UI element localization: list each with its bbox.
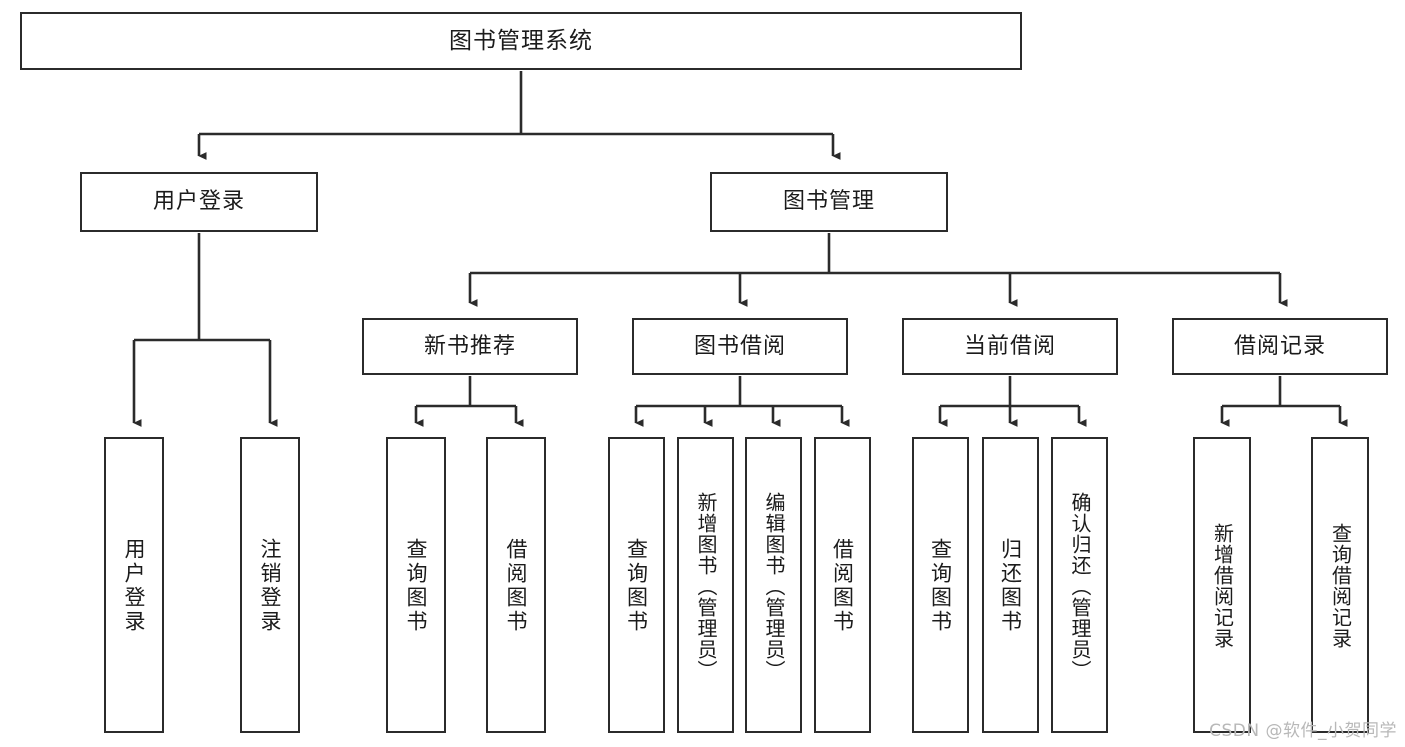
node-label: 图书管理系统 [449,27,593,54]
node-book-management[interactable]: 图书管理 [710,172,948,232]
node-label: 新增借阅记录 [1210,523,1235,649]
node-label: 图书借阅 [693,333,786,359]
node-borrow-record[interactable]: 借阅记录 [1172,318,1388,375]
node-label: 查询图书 [404,538,429,634]
node-new-book-recommendation[interactable]: 新书推荐 [362,318,578,375]
node-label: 借阅记录 [1233,333,1326,359]
node-user-login[interactable]: 用户登录 [80,172,318,232]
leaf-node-borrow-book-recommendation[interactable]: 借阅图书 [486,437,546,733]
node-label: 用户登录 [122,538,147,634]
node-label: 确认归还（管理员） [1068,491,1092,681]
node-label: 查询图书 [928,538,953,634]
leaf-node-query-borrow-record[interactable]: 查询借阅记录 [1311,437,1369,733]
node-label: 借阅图书 [504,538,529,634]
node-label: 借阅图书 [830,538,855,634]
node-book-borrow[interactable]: 图书借阅 [632,318,848,375]
node-label: 新书推荐 [423,333,516,359]
node-label: 用户登录 [152,189,245,214]
leaf-node-logout[interactable]: 注销登录 [240,437,300,733]
leaf-node-query-book-recommendation[interactable]: 查询图书 [386,437,446,733]
node-label: 查询借阅记录 [1328,523,1353,649]
node-label: 查询图书 [624,538,649,634]
node-label: 注销登录 [258,538,283,634]
node-label: 编辑图书（管理员） [762,491,786,681]
leaf-node-query-book-current[interactable]: 查询图书 [912,437,969,733]
node-label: 当前借阅 [963,333,1056,359]
leaf-node-query-book-borrow[interactable]: 查询图书 [608,437,665,733]
leaf-node-add-book-admin[interactable]: 新增图书（管理员） [677,437,734,733]
leaf-node-user-login[interactable]: 用户登录 [104,437,164,733]
leaf-node-add-borrow-record[interactable]: 新增借阅记录 [1193,437,1251,733]
node-current-borrow[interactable]: 当前借阅 [902,318,1118,375]
leaf-node-return-book[interactable]: 归还图书 [982,437,1039,733]
leaf-node-borrow-book[interactable]: 借阅图书 [814,437,871,733]
node-label: 归还图书 [998,538,1023,634]
node-label: 新增图书（管理员） [694,491,718,681]
node-label: 图书管理 [782,189,875,214]
csdn-watermark: CSDN @软件_小贺同学 [1209,721,1397,741]
node-root-book-management-system[interactable]: 图书管理系统 [20,12,1022,70]
leaf-node-confirm-return-admin[interactable]: 确认归还（管理员） [1051,437,1108,733]
leaf-node-edit-book-admin[interactable]: 编辑图书（管理员） [745,437,802,733]
